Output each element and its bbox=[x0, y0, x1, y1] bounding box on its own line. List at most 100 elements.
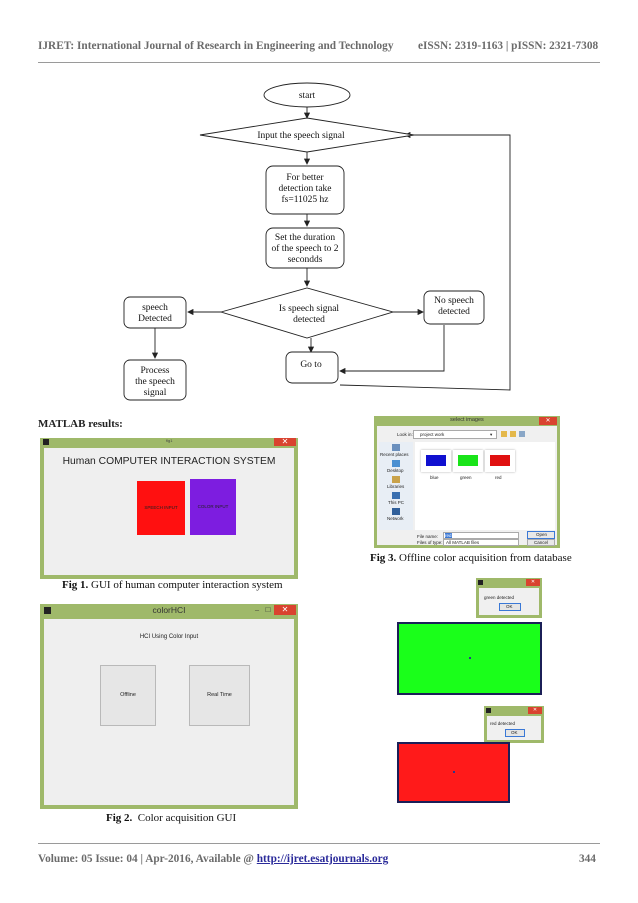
footer-url-link[interactable]: http://ijret.esatjournals.org bbox=[256, 853, 389, 865]
start-label: start bbox=[299, 91, 316, 101]
fig1-titlebar: fig1 ✕ bbox=[41, 438, 297, 447]
fs-label-2: detection take bbox=[278, 184, 331, 194]
chevron-down-icon: ▾ bbox=[490, 432, 493, 437]
process-node bbox=[123, 359, 187, 401]
recent-places-icon[interactable] bbox=[392, 444, 400, 451]
fs-label-3: fs=11025 hz bbox=[282, 194, 329, 205]
place-this-pc[interactable]: This PC bbox=[388, 500, 405, 505]
file-name-value: red bbox=[445, 533, 452, 538]
fig2-caption: Fig 2. Color acquisition GUI bbox=[106, 812, 236, 824]
goto-node bbox=[285, 351, 339, 384]
folder-up-icon[interactable] bbox=[501, 431, 507, 437]
fig1-caption: Fig 1. GUI of human computer interaction… bbox=[62, 579, 283, 591]
matlab-icon bbox=[486, 708, 491, 713]
color-input-button[interactable]: COLOR INPUT bbox=[190, 479, 236, 535]
look-in-label: Look in: bbox=[397, 432, 413, 437]
fig2-title: HCI Using Color Input bbox=[139, 634, 199, 640]
green-ok-label: OK bbox=[506, 604, 513, 609]
fig1-window: fig1 ✕ Human COMPUTER INTERACTION SYSTEM… bbox=[40, 438, 298, 579]
file-red-swatch bbox=[490, 455, 510, 466]
fig1-close-button[interactable]: ✕ bbox=[274, 438, 296, 446]
fs-label-1: For better bbox=[286, 173, 324, 183]
open-button[interactable]: Open bbox=[527, 531, 555, 539]
fig2-titlebar: colorHCI – □ ✕ bbox=[40, 604, 298, 617]
green-ok-button[interactable]: OK bbox=[499, 603, 521, 611]
fig2-close-button[interactable]: ✕ bbox=[274, 605, 296, 615]
decision-node bbox=[219, 287, 395, 339]
center-marker bbox=[469, 657, 471, 659]
cancel-button[interactable]: Cancel bbox=[527, 539, 555, 546]
footer-volume: Volume: 05 Issue: 04 | Apr-2016, Availab… bbox=[38, 853, 257, 865]
file-green[interactable] bbox=[453, 450, 483, 472]
matlab-icon bbox=[44, 607, 51, 614]
real-time-button[interactable]: Real Time bbox=[189, 665, 250, 726]
fig1-title: Human COMPUTER INTERACTION SYSTEM bbox=[62, 456, 276, 467]
red-dialog-body: red detected OK bbox=[487, 716, 541, 740]
speech-detected-node bbox=[123, 296, 187, 329]
place-recent[interactable]: Recent places bbox=[380, 452, 409, 457]
center-marker bbox=[453, 771, 455, 773]
input-node bbox=[199, 117, 415, 153]
matlab-icon bbox=[43, 439, 49, 445]
decision-label-2: detected bbox=[293, 315, 325, 325]
file-red[interactable] bbox=[485, 450, 515, 472]
look-in-value: project work bbox=[420, 432, 445, 437]
duration-label-2: of the speech to 2 bbox=[271, 243, 338, 254]
file-green-swatch bbox=[458, 455, 478, 466]
place-desktop[interactable]: Desktop bbox=[387, 468, 404, 473]
process-label-1: Process bbox=[140, 366, 169, 376]
process-label-3: signal bbox=[144, 388, 167, 398]
red-ok-button[interactable]: OK bbox=[505, 729, 525, 737]
desktop-icon[interactable] bbox=[392, 460, 400, 467]
header-rule bbox=[38, 62, 600, 63]
offline-button[interactable]: Offline bbox=[100, 665, 156, 726]
fig1-canvas: Human COMPUTER INTERACTION SYSTEM SPEECH… bbox=[44, 448, 294, 575]
red-dialog-close[interactable]: ✕ bbox=[528, 707, 542, 714]
red-ok-label: OK bbox=[511, 730, 518, 735]
place-network[interactable]: Network bbox=[387, 516, 404, 521]
journal-issn: eISSN: 2319-1163 | pISSN: 2321-7308 bbox=[418, 40, 599, 52]
this-pc-icon[interactable] bbox=[392, 492, 400, 499]
red-image bbox=[397, 742, 510, 803]
place-libraries[interactable]: Libraries bbox=[387, 484, 405, 489]
green-dialog-close[interactable]: ✕ bbox=[526, 579, 540, 586]
input-label: Input the speech signal bbox=[257, 131, 345, 141]
minimize-icon[interactable]: – bbox=[255, 605, 259, 614]
network-icon[interactable] bbox=[392, 508, 400, 515]
file-name-label: File name: bbox=[417, 534, 439, 539]
fig3-close-button[interactable]: ✕ bbox=[539, 417, 557, 425]
duration-label-3: secondds bbox=[288, 255, 323, 265]
process-label-2: the speech bbox=[135, 377, 175, 387]
look-in-select[interactable]: project work ▾ bbox=[413, 430, 497, 439]
start-node bbox=[263, 82, 351, 108]
fig2-canvas: HCI Using Color Input Offline Real Time bbox=[44, 619, 294, 805]
duration-node bbox=[265, 227, 345, 269]
fig1-caption-text: GUI of human computer interaction system bbox=[91, 579, 283, 591]
new-folder-icon[interactable] bbox=[510, 431, 516, 437]
green-image bbox=[397, 622, 542, 695]
fig1-caption-label: Fig 1. bbox=[62, 579, 89, 591]
open-button-label: Open bbox=[536, 532, 548, 537]
green-dialog-body: green detected OK bbox=[479, 588, 539, 615]
duration-label-1: Set the duration bbox=[275, 233, 335, 243]
libraries-icon[interactable] bbox=[392, 476, 400, 483]
goto-label: Go to bbox=[300, 360, 322, 370]
green-detected-text: green detected bbox=[484, 595, 515, 600]
green-dialog: ✕ green detected OK bbox=[476, 578, 542, 618]
file-list: blue green red bbox=[415, 442, 555, 530]
fig3-dialog: select images ✕ Look in: project work ▾ … bbox=[374, 416, 560, 548]
file-name-input[interactable]: red bbox=[443, 532, 519, 539]
fig3-dialog-title: select images bbox=[450, 417, 484, 423]
fs-node bbox=[265, 165, 345, 215]
speech-input-button[interactable]: SPEECH INPUT bbox=[137, 481, 185, 535]
file-blue[interactable] bbox=[421, 450, 451, 472]
fig2-caption-text: Color acquisition GUI bbox=[137, 812, 237, 824]
red-detected-text: red detected bbox=[490, 721, 516, 726]
files-of-type-select[interactable]: All MATLAB files bbox=[443, 539, 519, 546]
maximize-icon[interactable]: □ bbox=[265, 605, 271, 614]
no-speech-label-2: detected bbox=[438, 307, 470, 317]
view-menu-icon[interactable] bbox=[519, 431, 525, 437]
file-green-label: green bbox=[460, 475, 472, 480]
fig2-window-title: colorHCI bbox=[152, 605, 186, 615]
fig2-window: colorHCI – □ ✕ HCI Using Color Input Off… bbox=[40, 604, 298, 809]
